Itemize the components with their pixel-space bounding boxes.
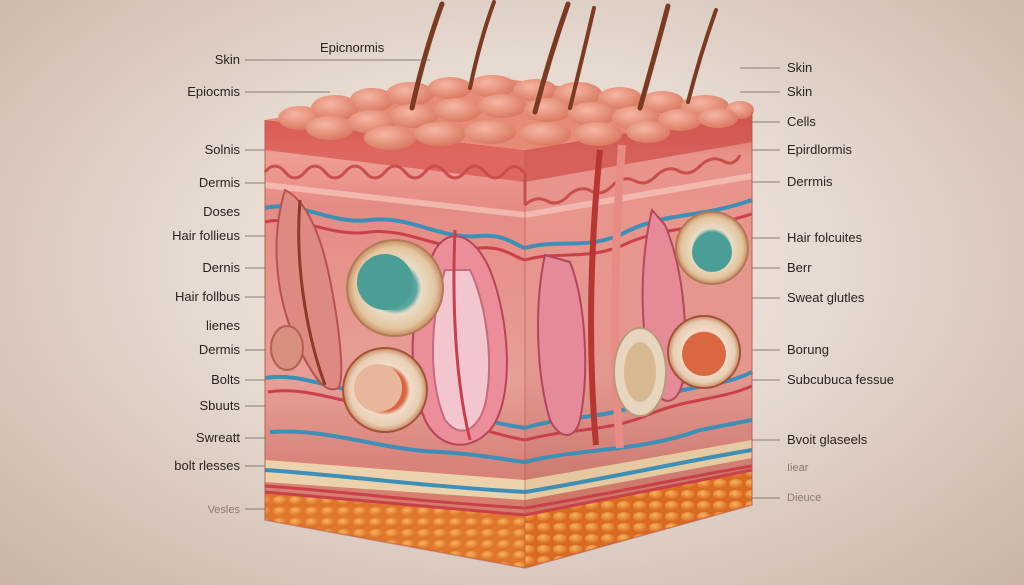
- hair-shafts: [409, 0, 718, 115]
- label-right-skin-2: Skin: [787, 84, 813, 99]
- fat-layer-side: [525, 470, 752, 568]
- label-right-epidermis: Epirdlormis: [787, 142, 853, 157]
- label-left-hair-follicles-2: Hair follbus: [174, 289, 240, 304]
- label-left-solnis: Solnis: [204, 142, 240, 157]
- label-left-sbuuts: Sbuuts: [199, 398, 240, 413]
- label-right-skin-1: Skin: [787, 60, 813, 75]
- label-left-hair-follicles-1: Hair follieus: [172, 228, 240, 243]
- leader-lines: [245, 59, 780, 510]
- label-right-dieuce: Dieuce: [787, 492, 822, 504]
- label-left-dermis-1: Dermis: [198, 175, 240, 190]
- label-right-berr: Berr: [787, 260, 812, 275]
- label-left-vesles: Vesles: [207, 504, 240, 516]
- label-left-swreatt: Swreatt: [195, 430, 240, 445]
- sweat-glands: [342, 211, 749, 433]
- label-right-sweat-glands: Sweat glutles: [787, 290, 865, 305]
- label-right-borung: Borung: [787, 342, 829, 357]
- label-right-cells: Cells: [787, 114, 816, 129]
- label-left-lienes: lienes: [206, 318, 240, 333]
- label-right-iiear: Iiear: [787, 462, 809, 474]
- label-right-subcutaneous: Subcubuca fessue: [787, 372, 894, 387]
- label-right-dermis: Derrmis: [787, 174, 833, 189]
- label-top-epidermis: Epicnormis: [320, 40, 385, 55]
- label-left-bolt-rlesses: bolt rlesses: [174, 458, 240, 473]
- label-left-skin: Skin: [214, 52, 240, 67]
- epidermis-bumps: [278, 75, 754, 150]
- label-left-doses: Doses: [203, 204, 240, 219]
- label-left-epidermis: Epiocmis: [187, 84, 240, 99]
- label-right-glaseels: Bvoit glaseels: [787, 432, 868, 447]
- label-left-bolts: Bolts: [211, 372, 240, 387]
- fat-layer-front: [265, 492, 525, 568]
- label-left-dernis: Dernis: [202, 260, 240, 275]
- label-right-hair-follicles: Hair folcuites: [787, 230, 863, 245]
- label-left-dermis-2: Dermis: [198, 342, 240, 357]
